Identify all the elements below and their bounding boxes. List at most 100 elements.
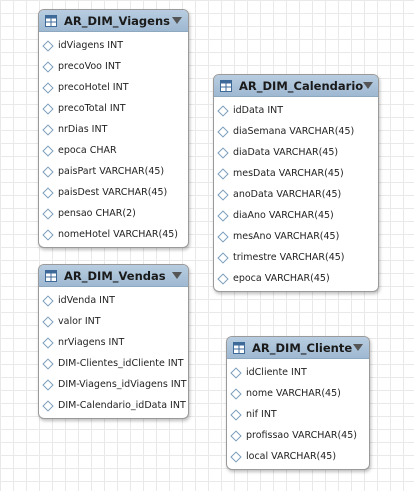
column-list: idData INT diaSemana VARCHAR(45) diaData… [214,97,378,291]
column-diamond-icon [230,429,242,442]
column-diamond-icon [217,167,229,180]
column-row[interactable]: DIM-Viagens_idViagens INT [39,374,188,395]
column-row[interactable]: diaData VARCHAR(45) [214,142,378,163]
chevron-down-icon[interactable] [172,272,182,279]
column-row[interactable]: idCliente INT [227,362,369,383]
column-row[interactable]: precoTotal INT [39,98,188,119]
column-row[interactable]: paisPart VARCHAR(45) [39,161,188,182]
column-row[interactable]: precoVoo INT [39,56,188,77]
column-label: trimestre VARCHAR(45) [233,252,345,263]
column-diamond-icon [42,315,54,328]
table-header[interactable]: AR_DIM_Cliente [227,337,369,359]
column-label: nome VARCHAR(45) [246,388,341,399]
table-icon [45,14,57,27]
column-label: idData INT [233,105,284,116]
column-row[interactable]: DIM-Calendario_idData INT [39,395,188,416]
column-list: idCliente INT nome VARCHAR(45) nif INT p… [227,359,369,469]
chevron-down-icon[interactable] [353,344,363,351]
column-row[interactable]: epoca VARCHAR(45) [214,268,378,289]
column-label: diaData VARCHAR(45) [233,147,339,158]
column-diamond-icon [230,387,242,400]
column-diamond-icon [217,104,229,117]
table-ar-dim-viagens[interactable]: AR_DIM_Viagens idViagens INT precoVoo IN… [38,9,189,248]
column-row[interactable]: anoData VARCHAR(45) [214,184,378,205]
column-diamond-icon [42,144,54,157]
column-label: diaSemana VARCHAR(45) [233,126,355,137]
column-row[interactable]: idViagens INT [39,35,188,56]
column-row[interactable]: DIM-Clientes_idCliente INT [39,353,188,374]
column-row[interactable]: idVenda INT [39,290,188,311]
column-row[interactable]: valor INT [39,311,188,332]
column-label: precoTotal INT [58,103,126,114]
column-diamond-icon [42,165,54,178]
column-label: mesData VARCHAR(45) [233,168,344,179]
column-row[interactable]: nrViagens INT [39,332,188,353]
column-label: local VARCHAR(45) [246,451,337,462]
column-label: nrDias INT [58,124,108,135]
column-diamond-icon [217,146,229,159]
column-diamond-icon [230,450,242,463]
table-title: AR_DIM_Calendario [239,78,364,93]
column-row[interactable]: trimestre VARCHAR(45) [214,247,378,268]
column-label: paisPart VARCHAR(45) [58,166,165,177]
column-row[interactable]: nrDias INT [39,119,188,140]
column-diamond-icon [42,357,54,370]
column-diamond-icon [217,188,229,201]
column-label: nif INT [246,409,277,420]
column-diamond-icon [42,336,54,349]
column-diamond-icon [42,399,54,412]
column-diamond-icon [217,230,229,243]
column-row[interactable]: mesAno VARCHAR(45) [214,226,378,247]
column-row[interactable]: local VARCHAR(45) [227,446,369,467]
column-label: precoHotel INT [58,82,129,93]
column-row[interactable]: epoca CHAR [39,140,188,161]
column-row[interactable]: paisDest VARCHAR(45) [39,182,188,203]
table-header[interactable]: AR_DIM_Calendario [214,75,378,97]
chevron-down-icon[interactable] [172,17,182,24]
column-list: idViagens INT precoVoo INT precoHotel IN… [39,32,188,247]
table-ar-dim-vendas[interactable]: AR_DIM_Vendas idVenda INT valor INT nrVi… [38,264,189,419]
column-row[interactable]: idData INT [214,100,378,121]
column-diamond-icon [42,81,54,94]
column-label: profissao VARCHAR(45) [246,430,357,441]
table-icon [233,341,245,354]
column-label: nomeHotel VARCHAR(45) [58,229,179,240]
table-icon [45,269,57,282]
column-label: nrViagens INT [58,337,125,348]
column-row[interactable]: diaSemana VARCHAR(45) [214,121,378,142]
column-diamond-icon [42,228,54,241]
column-diamond-icon [42,39,54,52]
column-label: anoData VARCHAR(45) [233,189,342,200]
column-row[interactable]: profissao VARCHAR(45) [227,425,369,446]
column-diamond-icon [42,123,54,136]
column-diamond-icon [42,207,54,220]
column-label: idViagens INT [58,40,123,51]
column-diamond-icon [42,102,54,115]
chevron-down-icon[interactable] [363,82,374,89]
column-row[interactable]: nome VARCHAR(45) [227,383,369,404]
column-row[interactable]: pensao CHAR(2) [39,203,188,224]
column-diamond-icon [42,60,54,73]
table-title: AR_DIM_Vendas [64,268,166,283]
column-row[interactable]: precoHotel INT [39,77,188,98]
column-label: idVenda INT [58,295,115,306]
column-label: valor INT [58,316,101,327]
column-label: precoVoo INT [58,61,121,72]
table-title: AR_DIM_Viagens [64,13,170,28]
column-row[interactable]: diaAno VARCHAR(45) [214,205,378,226]
column-row[interactable]: mesData VARCHAR(45) [214,163,378,184]
column-row[interactable]: nif INT [227,404,369,425]
column-label: diaAno VARCHAR(45) [233,210,334,221]
column-label: idCliente INT [246,367,307,378]
column-diamond-icon [230,366,242,379]
column-diamond-icon [217,272,229,285]
column-label: DIM-Viagens_idViagens INT [58,379,187,390]
column-diamond-icon [217,251,229,264]
column-label: paisDest VARCHAR(45) [58,187,168,198]
table-header[interactable]: AR_DIM_Vendas [39,265,188,287]
table-ar-dim-cliente[interactable]: AR_DIM_Cliente idCliente INT nome VARCHA… [226,336,370,470]
table-header[interactable]: AR_DIM_Viagens [39,10,188,32]
column-label: epoca CHAR [58,145,117,156]
table-ar-dim-calendario[interactable]: AR_DIM_Calendario idData INT diaSemana V… [213,74,379,292]
column-row[interactable]: nomeHotel VARCHAR(45) [39,224,188,245]
